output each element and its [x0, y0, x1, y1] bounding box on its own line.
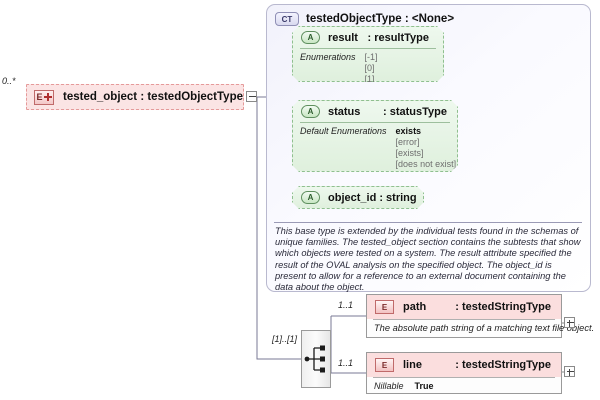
line-occurrence-label: 1..1: [338, 358, 354, 368]
element-type: : testedStringType: [455, 301, 551, 313]
attribute-facets: Enumerations [-1] [0] [1]: [293, 49, 443, 89]
default-value: exists: [395, 126, 422, 136]
complextype-title: testedObjectType : <None>: [306, 13, 455, 25]
plus-icon: [43, 93, 52, 101]
element-header: E path : testedStringType: [367, 295, 561, 319]
element-type: : testedStringType: [455, 359, 551, 371]
attribute-header: A object_id : string: [293, 187, 423, 208]
expand-toggle-icon-line[interactable]: [564, 366, 575, 377]
element-label: tested_object : testedObjectType: [63, 91, 243, 103]
compositor-occurrence-label: [1]..[1]: [272, 334, 298, 344]
attribute-name: result: [328, 31, 358, 44]
element-name: line: [403, 359, 422, 371]
complextype-header: CT testedObjectType : <None>: [275, 12, 454, 26]
element-path[interactable]: E path : testedStringType The absolute p…: [366, 294, 595, 338]
expand-toggle-icon-path[interactable]: [564, 317, 575, 328]
attribute-badge-icon: A: [301, 31, 320, 44]
element-tested-object[interactable]: E tested_object : testedObjectType: [26, 84, 244, 110]
attribute-header: A status : statusType: [293, 101, 457, 122]
facet-values: [-1] [0] [1]: [365, 52, 378, 85]
complextype-badge-icon: CT: [275, 12, 299, 26]
enum-value: [exists]: [395, 148, 424, 158]
divider: [300, 122, 450, 123]
attribute-name: status: [328, 105, 361, 118]
enum-value: [1]: [364, 74, 375, 84]
element-badge-icon: E: [375, 358, 394, 372]
element-facets: Nillable True: [367, 378, 561, 391]
root-occurrence-label: 0..*: [2, 76, 16, 86]
attribute-result[interactable]: A result : resultType Enumerations [-1] …: [292, 26, 444, 82]
attribute-status[interactable]: A status : statusType Default Enumeratio…: [292, 100, 458, 172]
element-name: path: [403, 301, 427, 313]
divider: [373, 319, 555, 320]
attribute-type: : statusType: [383, 105, 447, 118]
facet-key: Nillable: [374, 381, 404, 391]
element-badge-icon: E: [375, 300, 394, 314]
attribute-facets: Default Enumerations exists [error] [exi…: [293, 123, 457, 174]
attribute-object-id[interactable]: A object_id : string: [292, 186, 424, 209]
enum-value: [0]: [364, 63, 375, 73]
divider: [373, 377, 555, 378]
divider: [300, 48, 436, 49]
facet-values: exists [error] [exists] [does not exist]: [396, 126, 457, 170]
element-badge-icon: E: [34, 89, 54, 105]
enum-value: [-1]: [364, 52, 378, 62]
element-header: E line : testedStringType: [367, 353, 561, 377]
element-documentation: The absolute path string of a matching t…: [374, 323, 595, 333]
enum-value: [does not exist]: [395, 159, 457, 169]
element-line[interactable]: E line : testedStringType Nillable True: [366, 352, 562, 394]
collapse-toggle-icon[interactable]: [246, 91, 257, 102]
attribute-type: : resultType: [367, 31, 429, 44]
enum-value: [error]: [395, 137, 420, 147]
complextype-documentation: This base type is extended by the indivi…: [275, 226, 581, 293]
path-occurrence-label: 1..1: [338, 300, 354, 310]
facet-keys: Enumerations: [300, 52, 356, 62]
facet-keys: Default Enumerations: [300, 126, 387, 136]
attribute-badge-icon: A: [301, 191, 320, 204]
divider: [274, 222, 582, 223]
facet-value: True: [414, 381, 434, 391]
attribute-header: A result : resultType: [293, 27, 443, 48]
attribute-badge-icon: A: [301, 105, 320, 118]
sequence-compositor[interactable]: [301, 330, 331, 388]
sequence-icon: [304, 345, 325, 373]
attribute-name: object_id : string: [328, 191, 417, 204]
